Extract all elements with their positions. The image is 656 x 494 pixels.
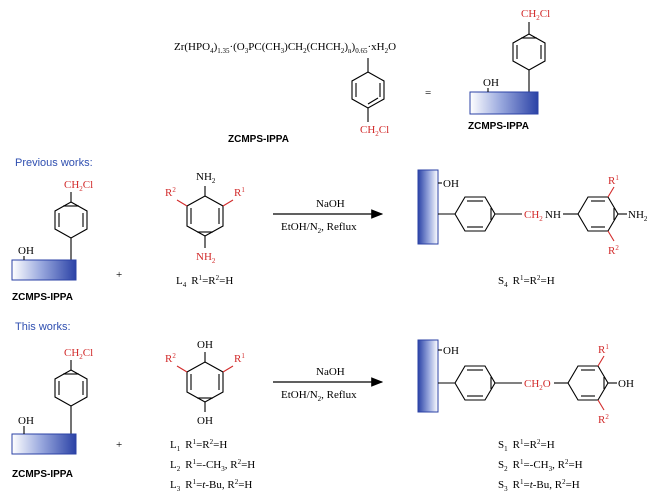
- svg-text:R2: R2: [608, 244, 619, 257]
- section-previous-works: Previous works:: [15, 157, 93, 169]
- svg-text:OH: OH: [443, 178, 459, 190]
- svg-text:CH2: CH2: [524, 209, 543, 223]
- svg-text:OH: OH: [197, 415, 213, 427]
- arrow2-reagent-bottom: EtOH/N2, Reflux: [281, 389, 357, 403]
- svg-text:R1: R1: [598, 343, 609, 356]
- formula-material-label: ZCMPS-IPPA: [228, 134, 289, 145]
- svg-text:OH: OH: [197, 339, 213, 351]
- arrow1-reagent-bottom: EtOH/N2, Reflux: [281, 221, 357, 235]
- svg-text:OH: OH: [18, 245, 34, 257]
- svg-text:R1: R1: [234, 352, 245, 365]
- top-right-block: [469, 91, 539, 115]
- L4-structure: NH2 R1 R2 NH2: [165, 171, 245, 265]
- S4-structure: OH CH2 NH R1 R2 NH2: [417, 169, 648, 257]
- svg-text:NH2: NH2: [628, 209, 648, 223]
- svg-text:R2: R2: [165, 352, 176, 365]
- L-structure: OH R1 R2 OH: [165, 339, 245, 427]
- arrow1-reagent-top: NaOH: [316, 198, 345, 210]
- svg-text:R2: R2: [165, 186, 176, 199]
- S-structure: OH CH2O R1 R2 OH: [417, 339, 634, 426]
- prev-material: CH2Cl OH: [11, 179, 93, 281]
- this-material: CH2Cl OH: [11, 347, 93, 455]
- prev-material-label: ZCMPS-IPPA: [12, 292, 73, 303]
- svg-text:NH2: NH2: [196, 171, 216, 185]
- equals-sign: =: [425, 87, 431, 99]
- svg-text:OH: OH: [18, 415, 34, 427]
- arrow2-reagent-top: NaOH: [316, 366, 345, 378]
- svg-text:R1: R1: [234, 186, 245, 199]
- material-top-right: CH2Cl OH: [469, 8, 550, 115]
- top-right-material-label: ZCMPS-IPPA: [468, 121, 529, 132]
- svg-text:NH: NH: [545, 209, 561, 221]
- svg-text:OH: OH: [618, 378, 634, 390]
- prev-plus: +: [116, 269, 122, 281]
- svg-text:OH: OH: [443, 345, 459, 357]
- svg-text:NH2: NH2: [196, 251, 216, 265]
- top-right-oh: OH: [483, 77, 499, 89]
- this-plus: +: [116, 439, 122, 451]
- svg-text:CH2O: CH2O: [524, 378, 551, 392]
- section-this-works: This works:: [15, 321, 71, 333]
- formula-text: Zr(HPO4)1.35·(O3PC(CH3)CH2(CHCH2)n)0.65·…: [174, 41, 396, 55]
- top-right-ch2cl: CH2Cl: [521, 8, 550, 22]
- svg-text:R2: R2: [598, 413, 609, 426]
- this-material-label: ZCMPS-IPPA: [12, 469, 73, 480]
- formula-benzene: [351, 58, 385, 122]
- formula-ch2cl: CH2Cl: [360, 124, 389, 138]
- svg-text:CH2Cl: CH2Cl: [64, 179, 93, 193]
- svg-text:R1: R1: [608, 174, 619, 187]
- svg-text:CH2Cl: CH2Cl: [64, 347, 93, 361]
